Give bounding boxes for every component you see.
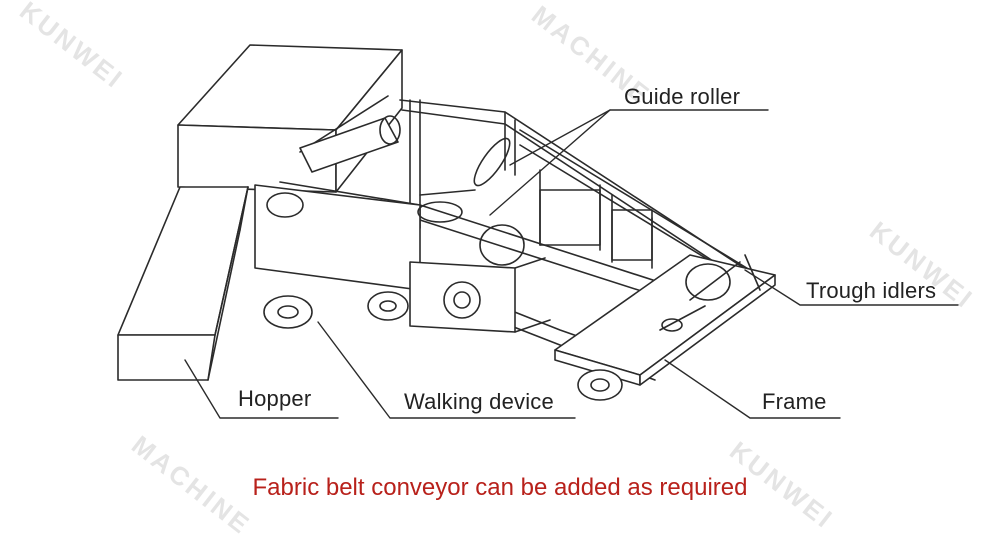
label-walking-device: Walking device (404, 389, 554, 414)
label-guide-roller: Guide roller (624, 84, 741, 109)
wheels (263, 192, 623, 401)
leader-lines (184, 109, 959, 419)
hopper-chute (117, 186, 249, 381)
guide-roller-shape (299, 115, 525, 266)
footnote-text: Fabric belt conveyor can be added as req… (252, 474, 748, 501)
hopper-box (177, 44, 403, 193)
label-hopper: Hopper (238, 386, 312, 411)
label-trough-idlers: Trough idlers (806, 278, 937, 303)
label-frame: Frame (762, 389, 827, 414)
